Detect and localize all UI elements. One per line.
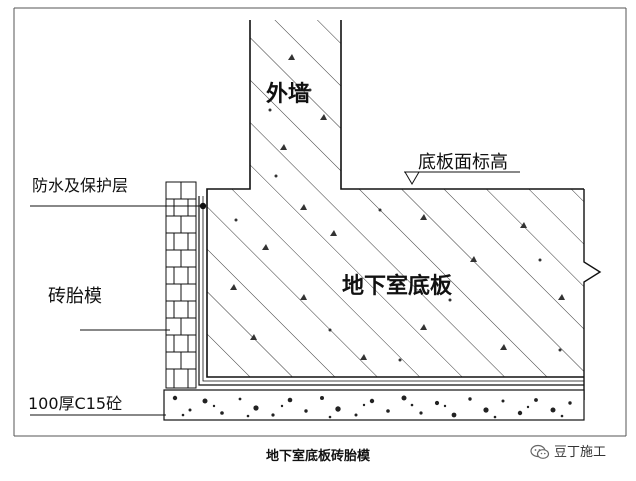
watermark-text: 豆丁施工	[554, 444, 607, 460]
brick-form-wall	[165, 181, 197, 389]
slab-top-elevation-label: 底板面标高	[418, 152, 508, 173]
brick-form-label: 砖胎模	[48, 286, 102, 307]
watermark: 豆丁施工	[530, 444, 606, 460]
waterproof-marker-dot	[199, 202, 207, 210]
waterproof-layer	[198, 196, 584, 386]
concrete-body	[206, 20, 584, 378]
elevation-marker	[404, 171, 520, 185]
wechat-icon	[530, 444, 550, 459]
concrete-bed-label: 100厚C15砼	[28, 394, 123, 413]
break-line-symbol	[583, 189, 602, 400]
waterproof-layer-label: 防水及保护层	[32, 176, 129, 195]
concrete-bed-layer	[163, 389, 585, 421]
diagram-caption: 地下室底板砖胎模	[265, 449, 370, 464]
exterior-wall-label: 外墙	[266, 82, 311, 107]
basement-slab-label: 地下室底板	[342, 274, 453, 299]
